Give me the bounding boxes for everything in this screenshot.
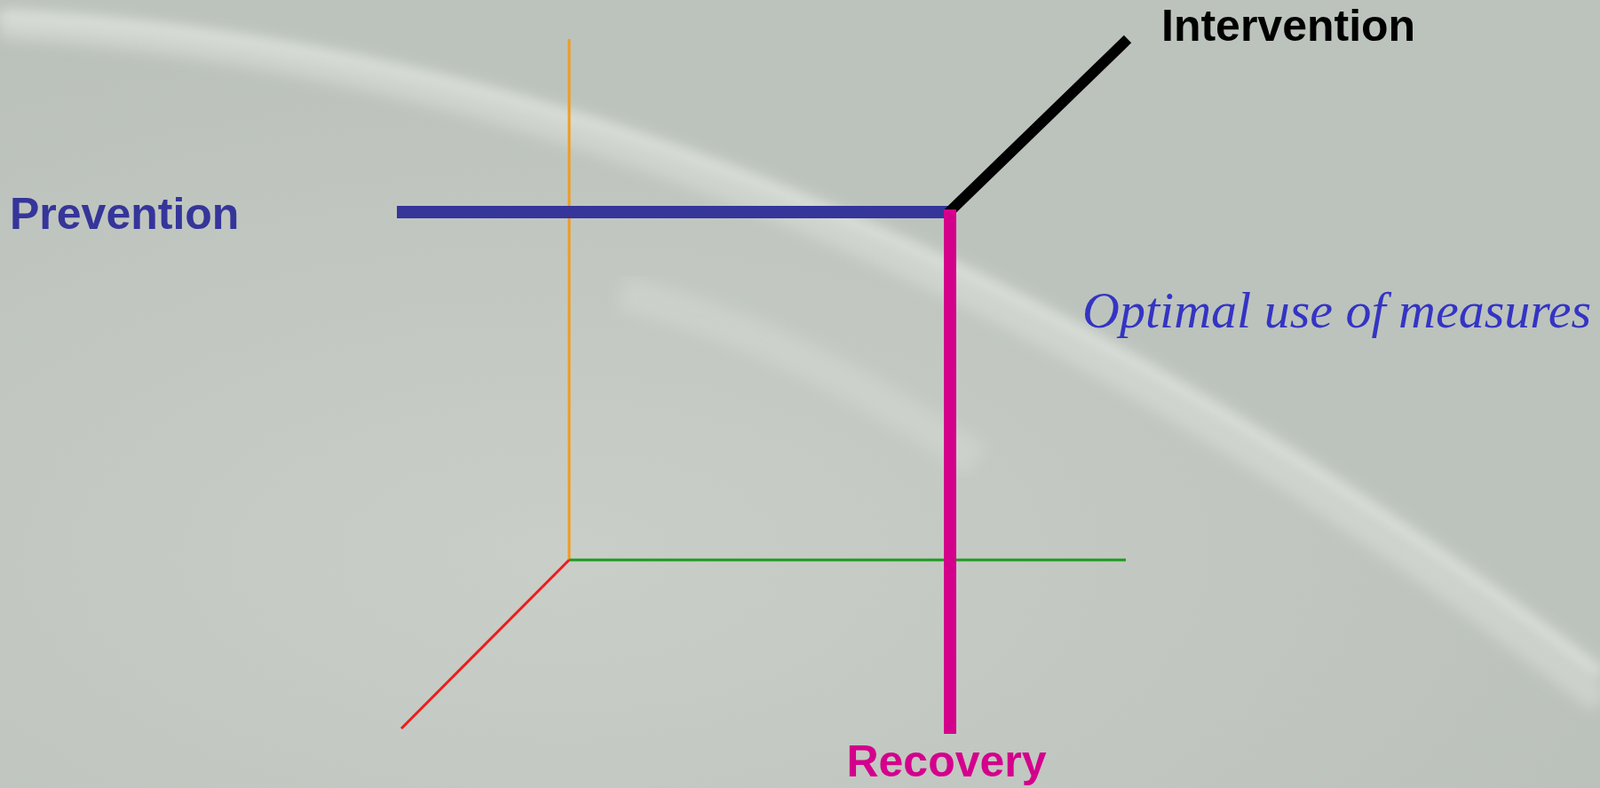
axis-label: Intervention <box>1161 3 1416 48</box>
axis-label: Prevention <box>9 191 239 237</box>
axis-label: Recovery <box>846 739 1046 785</box>
caption-note: Optimal use of measures <box>1082 285 1592 337</box>
intervention-axis <box>948 39 1128 214</box>
recovery-axis <box>943 209 957 735</box>
orange-axis <box>568 39 571 561</box>
green-axis <box>569 559 1126 563</box>
red-axis <box>401 560 570 729</box>
prevention-axis <box>396 205 951 219</box>
